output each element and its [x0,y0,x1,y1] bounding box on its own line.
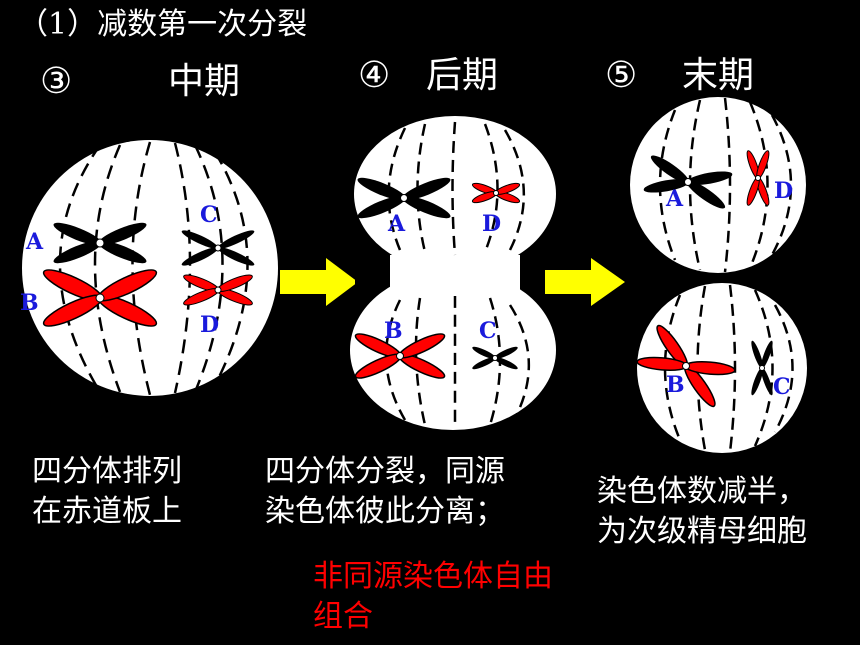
caption-anaphase: 四分体分裂，同源 染色体彼此分离； [265,454,505,529]
chromosome-c-telophase [751,340,773,396]
note-independent-assortment: 非同源染色体自由 组合 [313,559,553,634]
chromosome-a-anaphase [355,173,453,223]
chromosome-a-telophase [643,155,733,209]
metaphase-cell: A B C D [20,140,278,396]
label-b-anaphase: B [384,318,403,344]
label-c-telophase: C [773,374,791,400]
label-a-anaphase: A [387,211,406,237]
chromosome-b-anaphase [354,333,446,379]
label-b-telophase: B [666,372,685,398]
chromosome-a [51,218,149,268]
caption-metaphase: 四分体排列 在赤道板上 [32,454,182,529]
telophase-cell-bottom: B C [636,283,807,453]
chromosome-d [183,274,253,306]
label-c-metaphase: C [200,202,218,228]
slide-title: （1）减数第一次分裂 [18,7,308,42]
stage-4-number: ④ [358,55,391,96]
label-d-telophase: D [774,178,793,204]
chromosome-c [181,230,255,266]
chromosome-d-anaphase [471,182,521,204]
arrow-right-1 [280,258,358,306]
stage-5-name: 末期 [682,55,755,96]
stage-3-number: ③ [40,61,73,102]
stage-3-name: 中期 [168,61,241,102]
chromosome-b-telophase [636,324,736,408]
chromosome-b [42,269,158,327]
arrow-right-2 [545,258,625,306]
stage-4-name: 后期 [426,55,499,96]
anaphase-cell: A D B C [350,116,557,430]
chromosome-c-anaphase [472,346,518,370]
chromosome-d-telophase [746,150,770,206]
label-a-telophase: A [665,186,684,212]
label-a-metaphase: A [25,229,44,255]
label-d-anaphase: D [482,211,501,237]
telophase-cell-top: A D [630,97,806,273]
caption-telophase: 染色体数减半， 为次级精母细胞 [597,474,807,549]
stage-5-number: ⑤ [605,55,638,96]
label-b-metaphase: B [20,290,39,316]
label-d-metaphase: D [200,312,219,338]
label-c-anaphase: C [479,318,497,344]
